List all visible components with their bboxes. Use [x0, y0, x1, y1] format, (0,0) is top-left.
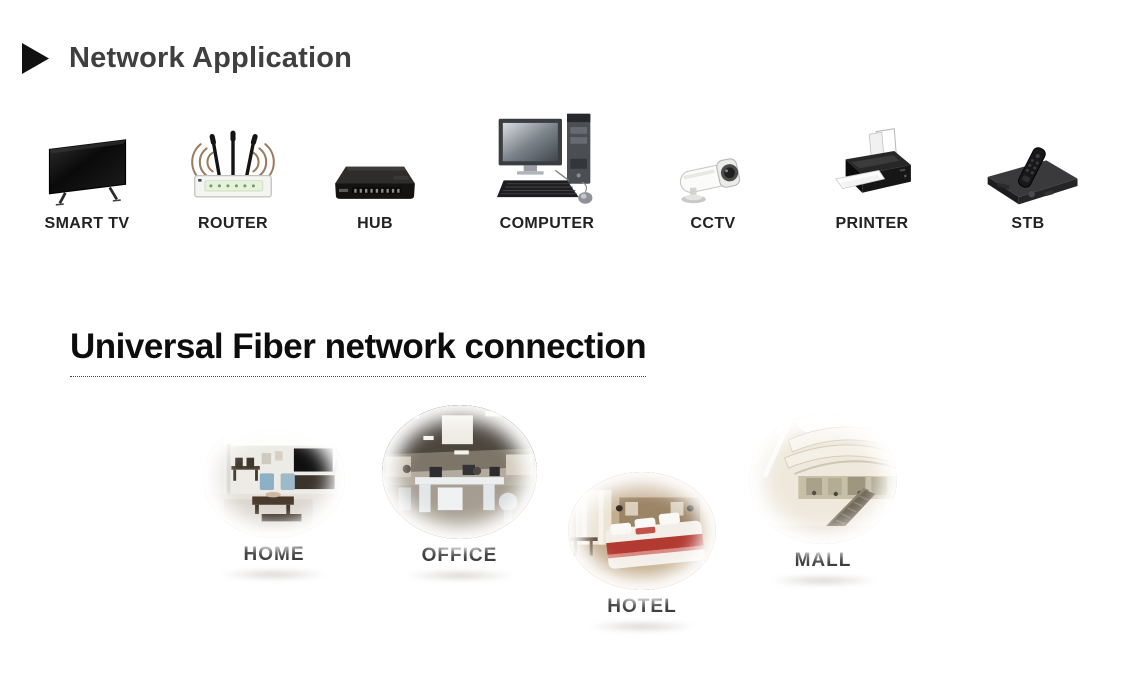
- reflection: [768, 574, 878, 587]
- device-printer: PRINTER: [810, 110, 934, 233]
- section-title: Universal Fiber network connection: [70, 327, 647, 377]
- device-label: HUB: [357, 215, 393, 232]
- location-mall: MALL: [749, 414, 897, 587]
- office-photo: [382, 405, 537, 539]
- device-stb: STB: [966, 110, 1090, 233]
- router-icon: [182, 110, 284, 208]
- home-photo: [203, 418, 345, 538]
- printer-icon: [830, 110, 914, 208]
- location-label: HOTEL: [607, 596, 677, 617]
- device-label: SMART TV: [44, 215, 130, 232]
- cctv-icon: [670, 110, 756, 208]
- header: Network Application: [22, 42, 352, 75]
- device-label: PRINTER: [835, 215, 909, 232]
- reflection: [404, 569, 515, 582]
- play-triangle-icon: [22, 43, 49, 74]
- device-hub: HUB: [313, 110, 437, 233]
- location-office: OFFICE: [382, 405, 537, 582]
- location-hotel: HOTEL: [568, 472, 716, 633]
- device-label: ROUTER: [198, 215, 268, 232]
- location-label: OFFICE: [421, 545, 498, 566]
- computer-icon: [497, 110, 597, 208]
- page-title: Network Application: [69, 42, 353, 74]
- device-router: ROUTER: [171, 110, 295, 233]
- hub-icon: [329, 110, 421, 208]
- mall-photo: [749, 414, 897, 544]
- stb-icon: [973, 110, 1083, 208]
- reflection: [219, 568, 329, 581]
- device-computer: COMPUTER: [485, 110, 609, 233]
- device-label: CCTV: [690, 215, 736, 232]
- reflection: [587, 620, 697, 633]
- location-home: HOME: [203, 418, 345, 581]
- smart-tv-icon: [40, 110, 135, 208]
- location-label: MALL: [794, 550, 852, 571]
- device-label: STB: [1011, 215, 1045, 232]
- device-label: COMPUTER: [499, 215, 595, 232]
- device-smart-tv: SMART TV: [25, 110, 149, 233]
- device-cctv: CCTV: [651, 110, 775, 233]
- hotel-photo: [568, 472, 716, 590]
- location-label: HOME: [243, 544, 305, 565]
